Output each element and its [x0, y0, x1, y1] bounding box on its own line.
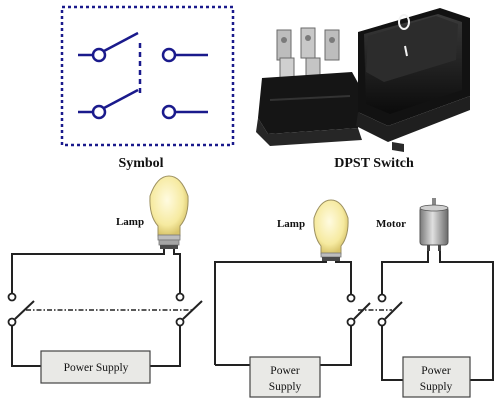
- lamp-label-right: Lamp: [277, 218, 305, 230]
- dpst-symbol: [60, 5, 235, 147]
- dpst-switch-photo-front: [356, 8, 470, 152]
- power-supply-left: [40, 350, 151, 384]
- power-supply-middle-label-line1: Power: [270, 365, 300, 377]
- power-supply-right: [402, 356, 471, 398]
- power-supply-right-label-line2: Supply: [420, 381, 453, 393]
- power-supply-middle: [249, 356, 321, 398]
- photo-caption: DPST Switch: [334, 156, 414, 171]
- circuit-right: Lamp Motor: [214, 198, 494, 398]
- lamp-label-left: Lamp: [116, 216, 144, 228]
- circuit-left: Lamp Power Supply: [7, 175, 203, 384]
- symbol-pole-top: [78, 31, 208, 63]
- switch-off-mark: [398, 14, 410, 30]
- symbol-pole-bottom: [78, 88, 208, 120]
- motor-icon: [419, 198, 449, 251]
- lamp-icon-left: [149, 175, 189, 249]
- symbol-frame: [60, 5, 235, 147]
- symbol-caption: Symbol: [118, 156, 163, 171]
- motor-label: Motor: [376, 218, 406, 230]
- lamp-icon-right: [313, 199, 349, 261]
- dpst-switch-photo-back: [256, 27, 362, 146]
- power-supply-right-label-line1: Power: [421, 365, 451, 377]
- switch-on-mark: [404, 45, 408, 57]
- power-supply-middle-label-line2: Supply: [269, 381, 302, 393]
- power-supply-left-label: Power Supply: [64, 362, 129, 374]
